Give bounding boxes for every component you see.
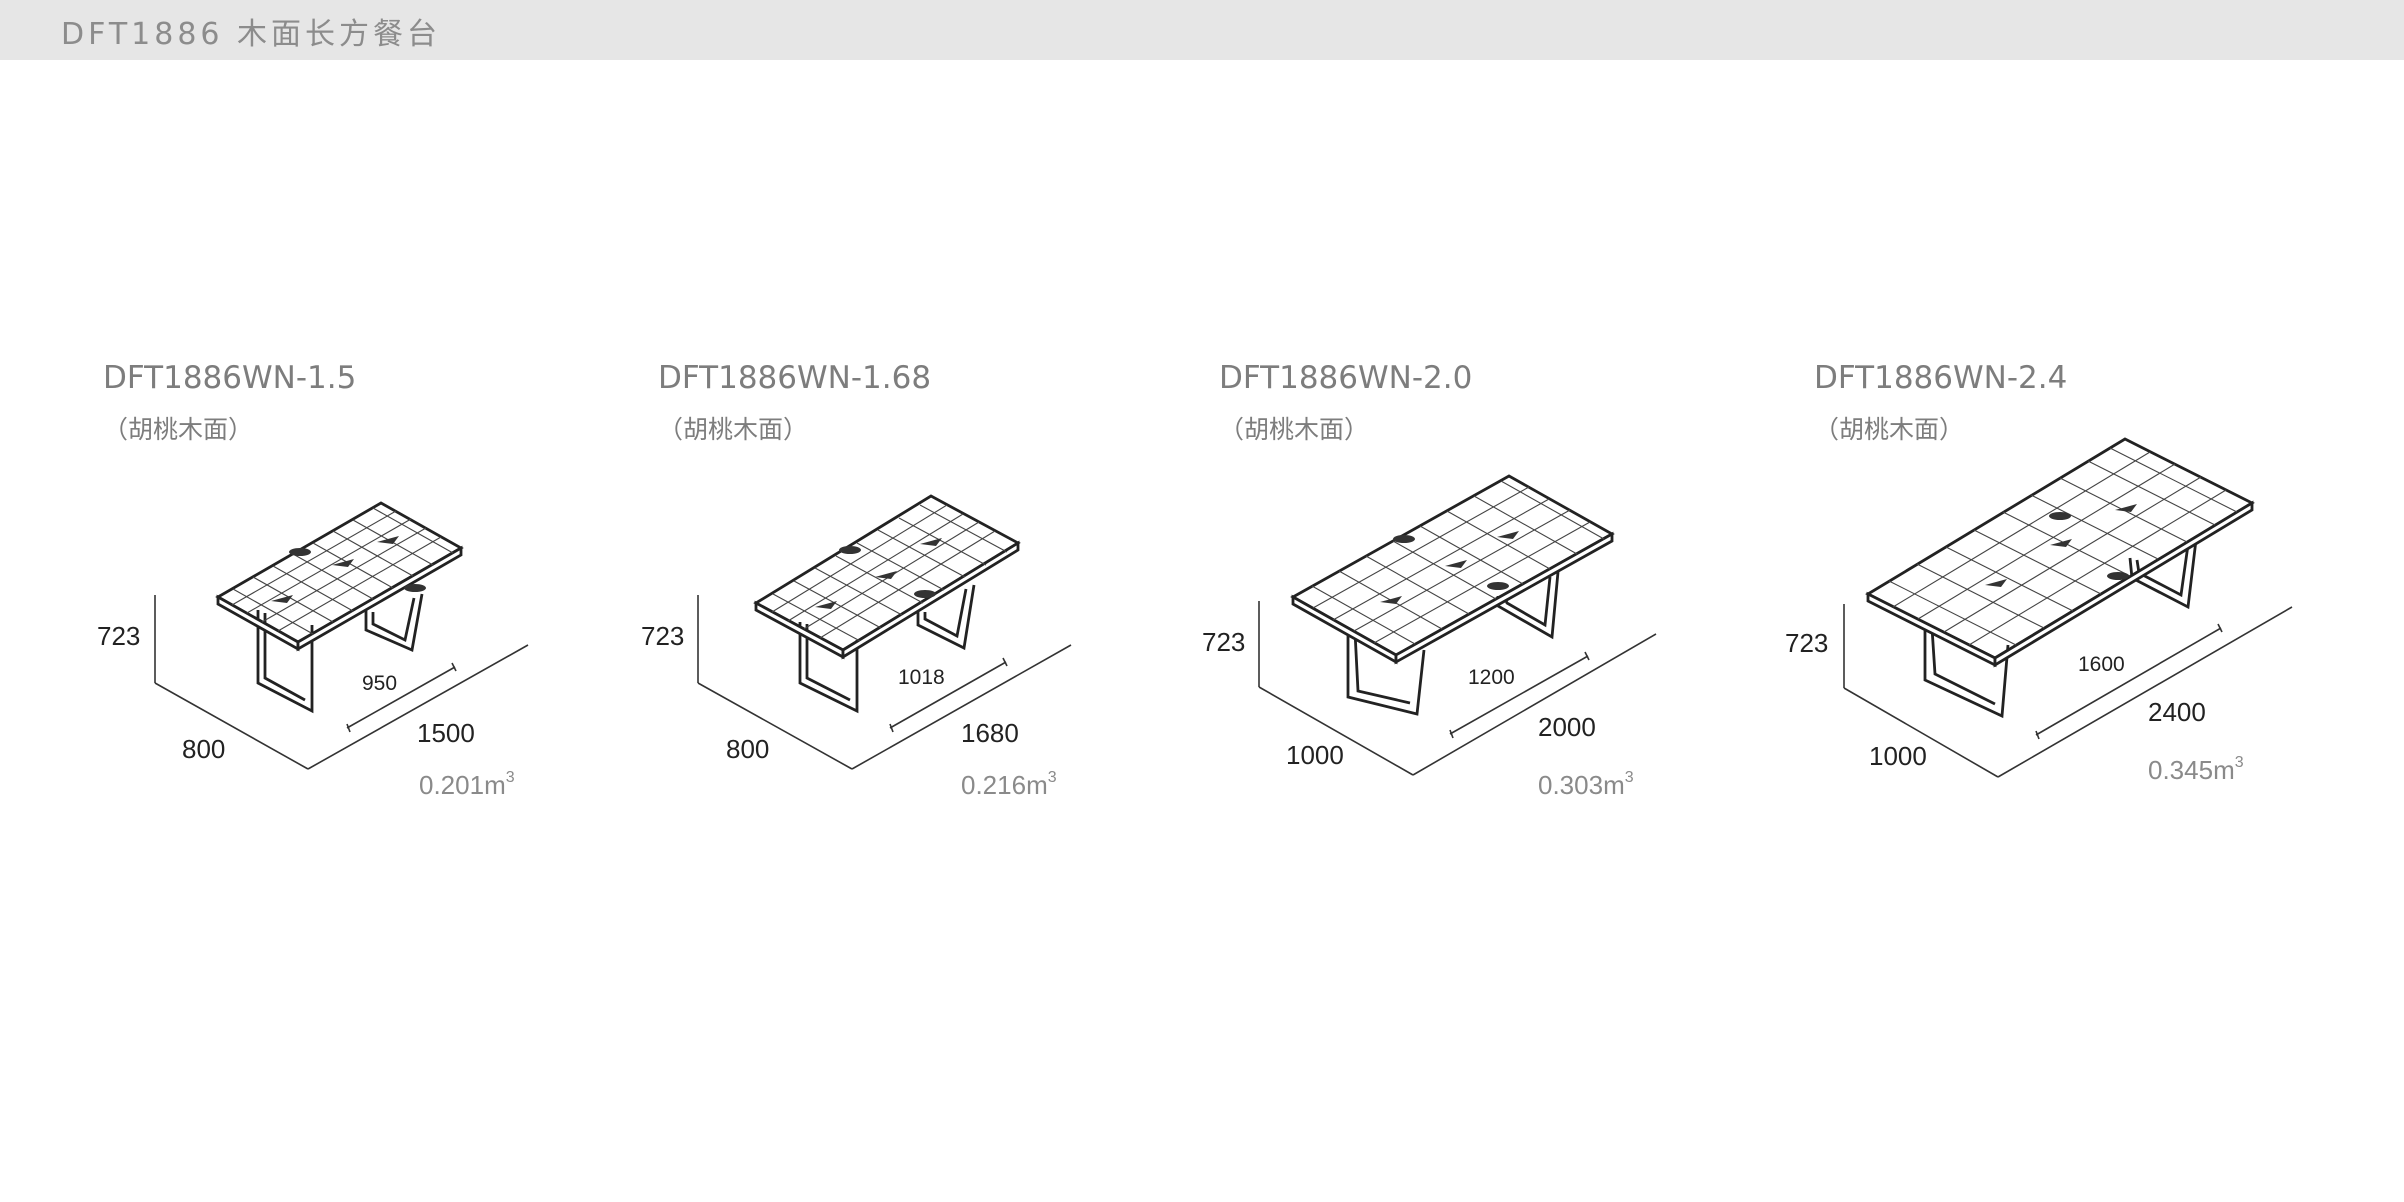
product-card-4: DFT1886WN-2.4 （胡桃木面） <box>1814 360 2404 820</box>
length-label: 1500 <box>417 718 475 748</box>
header-bar: DFT1886 木面长方餐台 <box>0 0 2404 60</box>
product-card-2: DFT1886WN-1.68 （胡桃木面） <box>658 360 1258 820</box>
table-body <box>1290 474 1615 716</box>
model-name: DFT1886WN-2.4 <box>1814 360 2068 396</box>
depth-label: 1000 <box>1869 741 1927 771</box>
depth-label: 800 <box>726 734 769 764</box>
tabletop-planks <box>231 507 454 635</box>
volume-label: 0.303m3 <box>1538 769 1634 800</box>
table-body <box>215 501 464 714</box>
length-label: 2400 <box>2148 697 2206 727</box>
dimension-lines <box>154 595 529 770</box>
tabletop-planks <box>1888 447 2238 646</box>
wood-grain-marks <box>1380 531 1519 604</box>
model-name: DFT1886WN-1.5 <box>103 360 357 396</box>
depth-label: 1000 <box>1286 740 1344 770</box>
height-label: 723 <box>97 621 140 651</box>
table-body <box>1865 437 2255 719</box>
depth-label: 800 <box>182 734 225 764</box>
table-body <box>753 494 1021 714</box>
finish-label: （胡桃木面） <box>1814 415 1965 444</box>
model-name: DFT1886WN-1.68 <box>658 360 932 396</box>
inner-length-label: 1018 <box>898 666 945 689</box>
inner-length-label: 950 <box>362 672 397 695</box>
volume-label: 0.201m3 <box>419 769 515 800</box>
length-label: 2000 <box>1538 712 1596 742</box>
product-card-3: DFT1886WN-2.0 （胡桃木面） <box>1219 360 1819 820</box>
dimension-lines <box>1843 604 2293 778</box>
product-card-1: DFT1886WN-1.5 （胡桃木面） <box>103 360 703 820</box>
page-title: DFT1886 木面长方餐台 <box>61 17 442 52</box>
finish-label: （胡桃木面） <box>658 415 809 444</box>
finish-label: （胡桃木面） <box>103 415 254 444</box>
inner-length-label: 1600 <box>2078 653 2125 676</box>
length-label: 1680 <box>961 718 1019 748</box>
wood-grain-marks <box>271 536 426 603</box>
height-label: 723 <box>641 621 684 651</box>
finish-label: （胡桃木面） <box>1219 415 1370 444</box>
dimension-lines <box>1258 601 1657 776</box>
wood-grain-marks <box>815 538 942 609</box>
height-label: 723 <box>1785 628 1828 658</box>
dimension-lines <box>697 595 1072 770</box>
inner-length-label: 1200 <box>1468 666 1515 689</box>
height-label: 723 <box>1202 627 1245 657</box>
wood-grain-marks <box>1985 504 2137 587</box>
volume-label: 0.345m3 <box>2148 754 2244 785</box>
model-name: DFT1886WN-2.0 <box>1219 360 1473 396</box>
volume-label: 0.216m3 <box>961 769 1057 800</box>
